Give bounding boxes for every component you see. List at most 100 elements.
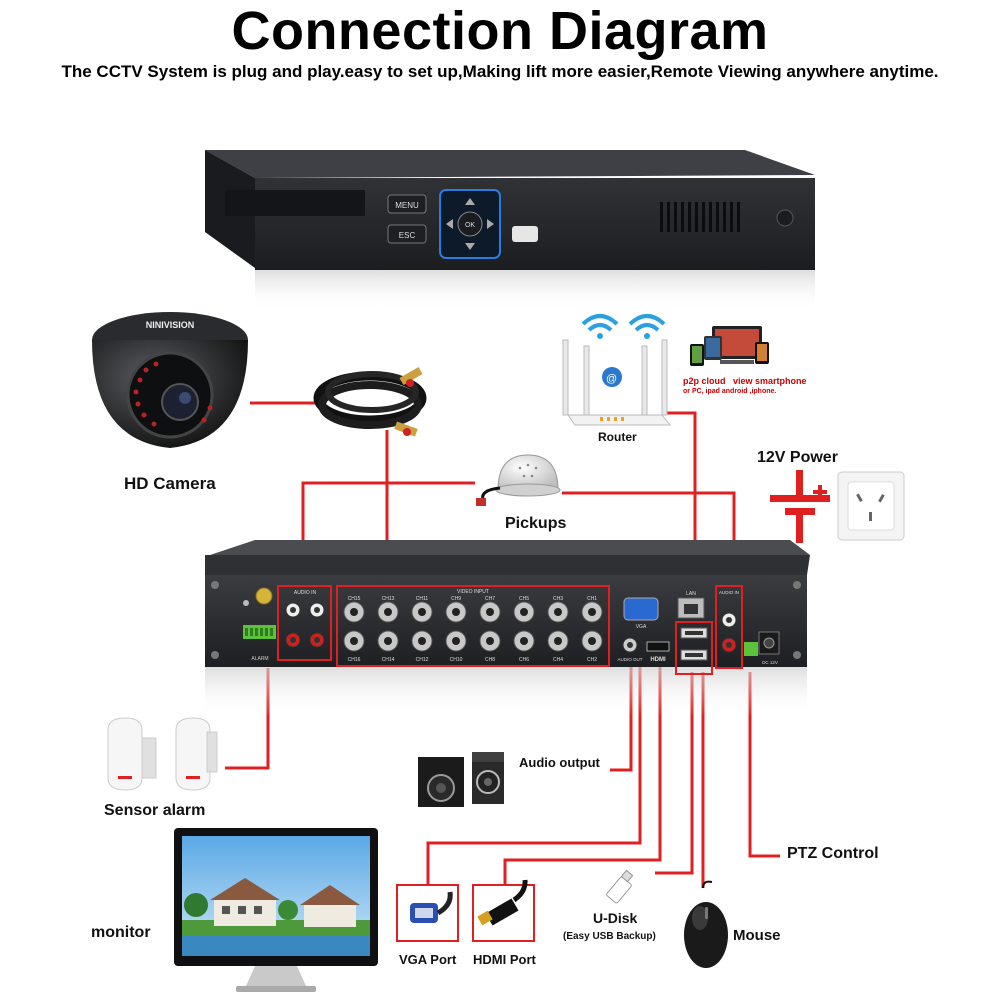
monitor-screen xyxy=(174,828,378,992)
channel-label: CH15 xyxy=(348,596,361,602)
wire-router-lan xyxy=(667,411,697,598)
channel-label: CH2 xyxy=(587,657,597,663)
lan-port-label: LAN xyxy=(686,591,696,597)
video-input-label: VIDEO INPUT xyxy=(457,589,489,595)
esc-button-label: ESC xyxy=(399,231,416,240)
remote-line1b: view smartphone xyxy=(733,376,807,386)
arrow-down-icon[interactable] xyxy=(465,243,475,250)
channel-label: CH13 xyxy=(382,596,395,602)
audio-output-label: Audio output xyxy=(519,755,600,770)
ok-button[interactable] xyxy=(457,211,483,237)
sensor-alarm-devices xyxy=(107,717,218,791)
page-title: Connection Diagram xyxy=(231,1,769,61)
rs485-terminal[interactable] xyxy=(744,642,758,656)
wifi-icon xyxy=(581,314,619,339)
wire-ptz xyxy=(748,672,780,858)
bnc-pin xyxy=(384,637,392,645)
ground-screw xyxy=(255,587,273,605)
dvr-top-surface xyxy=(205,150,815,178)
bnc-row-top: CH15 CH13 CH11 CH9 CH7 CH5 CH3 CH1 xyxy=(343,596,603,623)
udisk-label: U-Disk xyxy=(593,910,638,926)
audio-in-left-label: AUDIO IN xyxy=(294,590,317,596)
vga-cable-icon xyxy=(410,891,453,923)
router-logo-icon xyxy=(602,367,622,387)
pickup-microphone xyxy=(476,454,561,506)
sensor-alarm-label: Sensor alarm xyxy=(104,802,206,819)
front-vent xyxy=(660,202,740,232)
hd-camera-dome: NINIVISION xyxy=(92,312,248,448)
video-input-group[interactable] xyxy=(336,585,610,667)
channel-label: CH3 xyxy=(553,596,563,602)
wire-udisk xyxy=(655,672,694,875)
audio-speakers xyxy=(418,752,504,807)
vga-port-rear[interactable] xyxy=(623,597,659,621)
wall-power-outlet xyxy=(837,471,905,541)
bnc-pin xyxy=(384,608,392,616)
channel-label: CH11 xyxy=(416,596,429,602)
channel-label: CH1 xyxy=(587,596,597,602)
bnc-pin xyxy=(350,608,358,616)
dc-power-symbol xyxy=(770,470,830,543)
menu-button-label: MENU xyxy=(395,201,419,210)
bnc-pin xyxy=(588,637,596,645)
ok-button-label: OK xyxy=(465,222,475,229)
channel-label: CH14 xyxy=(382,657,395,663)
bnc-pin xyxy=(554,608,562,616)
hdmi-port-rear[interactable] xyxy=(646,641,670,652)
hd-camera-label: HD Camera xyxy=(124,474,216,493)
bnc-pin xyxy=(452,608,460,616)
usb-flash-drive-icon xyxy=(606,869,634,904)
wifi-icon xyxy=(628,314,666,339)
bnc-cable-coil xyxy=(313,367,427,437)
udisk-sublabel: (Easy USB Backup) xyxy=(563,931,656,942)
remote-view-devices xyxy=(690,326,769,366)
audio-in-right-group[interactable] xyxy=(715,585,743,669)
audio-in-right-label: AUDIO IN xyxy=(719,590,739,595)
page-subtitle: The CCTV System is plug and play.easy to… xyxy=(61,62,939,81)
audio-in-left-group[interactable] xyxy=(277,585,332,661)
router-label: Router xyxy=(598,430,637,444)
channel-label: CH4 xyxy=(553,657,563,663)
channel-label: CH10 xyxy=(450,657,463,663)
mouse-label: Mouse xyxy=(733,927,781,944)
esc-button[interactable] xyxy=(387,224,427,244)
camera-brand-logo: NINIVISION xyxy=(146,320,195,330)
bnc-pin xyxy=(350,637,358,645)
dc-port-label: DC 12V xyxy=(762,660,778,665)
channel-label: CH9 xyxy=(451,596,461,602)
remote-line2: or PC, ipad android ,iphone. xyxy=(683,388,777,395)
bnc-pin xyxy=(486,608,494,616)
bnc-pin xyxy=(418,637,426,645)
bnc-pin xyxy=(554,637,562,645)
arrow-right-icon[interactable] xyxy=(487,219,494,229)
wire-vga xyxy=(426,665,642,885)
channel-label: CH12 xyxy=(416,657,429,663)
usb-port-group[interactable] xyxy=(675,621,713,675)
channel-label: CH5 xyxy=(519,596,529,602)
channel-label: CH6 xyxy=(519,657,529,663)
dvr-front-view: MENU ESC OK xyxy=(205,150,815,310)
remote-line1a: p2p cloud xyxy=(683,376,726,386)
computer-mouse-icon xyxy=(684,880,728,968)
pickups-label: Pickups xyxy=(505,515,567,532)
ptz-control-label: PTZ Control xyxy=(787,845,879,862)
hdmi-port-rear-label: HDMI xyxy=(650,657,666,663)
arrow-up-icon[interactable] xyxy=(465,198,475,205)
bnc-pin xyxy=(588,608,596,616)
power-button[interactable] xyxy=(512,226,538,242)
alarm-port-label: ALARM xyxy=(251,656,268,662)
menu-button[interactable] xyxy=(387,194,427,214)
bnc-pin xyxy=(520,608,528,616)
wifi-router: @ xyxy=(562,339,672,426)
power-label: 12V Power xyxy=(757,449,838,466)
hdmi-port-label: HDMI Port xyxy=(473,952,536,967)
arrow-left-icon[interactable] xyxy=(446,219,453,229)
wire-hdmi xyxy=(503,665,662,885)
bnc-pin xyxy=(452,637,460,645)
channel-label: CH7 xyxy=(485,596,495,602)
audio-out-label: AUDIO OUT xyxy=(617,657,642,662)
bnc-pin xyxy=(418,608,426,616)
